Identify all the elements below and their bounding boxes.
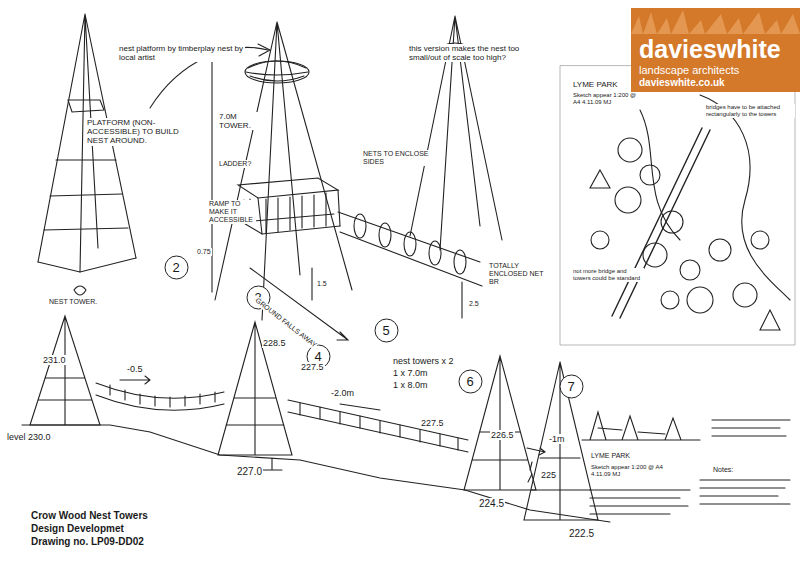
note-text: LYME PARK <box>572 80 619 89</box>
level-figure: 228.5 <box>262 338 287 348</box>
note-text: 1 x 8.0m <box>392 380 429 390</box>
elevation-bridges <box>96 376 545 482</box>
level-figure: -2.0m <box>330 388 355 398</box>
note-text: PLATFORM (NON-ACCESSIBLE) TO BUILD NEST … <box>86 118 188 146</box>
callout-text: 2 <box>172 261 179 274</box>
note-text: NETS TO ENCLOSE SIDES <box>362 150 430 166</box>
site-plan-sketch <box>560 66 795 345</box>
callout-number: 7 <box>559 374 584 399</box>
note-text: NEST TOWER. <box>48 298 98 306</box>
level-figure: 227.5 <box>300 362 325 372</box>
note-text: nest platform by timberplay nest by loca… <box>118 44 245 62</box>
callout-number: 2 <box>164 255 189 280</box>
level-figure: 225 <box>540 470 557 480</box>
level-figure: 227.0 <box>236 466 263 478</box>
grass-silhouette <box>631 8 800 34</box>
title-block-text: Design Developmet <box>30 523 125 535</box>
level-line <box>312 268 462 318</box>
level-figure: -1m <box>548 434 566 444</box>
note-text: nest towers x 2 <box>392 356 455 366</box>
note-text: this version makes the nest too small/ou… <box>408 44 522 62</box>
logo-url: davieswhite.co.uk <box>639 77 794 88</box>
notes-sketch <box>582 412 790 514</box>
level-figure: -0.5 <box>126 364 144 374</box>
net-bridge-tube <box>338 212 482 286</box>
callout-text: 4 <box>314 350 321 363</box>
note-text: 7.0M TOWER. <box>218 112 264 130</box>
level-figure: 222.5 <box>568 528 595 540</box>
note-text: 0.75 <box>196 248 212 256</box>
middle-nest-tower <box>215 22 352 320</box>
logo-name: davieswhite <box>639 36 794 64</box>
note-text: bridges have to be attached rectangularl… <box>705 104 795 118</box>
level-figure: level 230.0 <box>6 432 52 442</box>
note-text: Sketch appear 1:200 @ A4 4.11.09 MJ <box>572 92 644 106</box>
callout-text: 6 <box>466 375 473 388</box>
logo-box: davieswhitelandscape architectsdavieswhi… <box>631 8 800 92</box>
note-text: LYME PARK <box>590 452 631 460</box>
note-text: RAMP TO MAKE IT ACCESSIBLE <box>208 200 256 224</box>
level-figure: 224.5 <box>478 498 505 510</box>
dimension-line <box>211 62 212 292</box>
level-figure: 231.0 <box>42 355 67 365</box>
note-text: Sketch appear 1:200 @ A4 4.11.09 MJ <box>590 464 682 478</box>
note-text: 2.5 <box>468 300 480 308</box>
callout-number: 5 <box>374 318 399 343</box>
title-block-text: Drawing no. LP09-DD02 <box>30 536 145 548</box>
arrow-head <box>258 44 270 56</box>
note-text: not more bridge and towers could be stan… <box>572 268 644 282</box>
elevation-ground <box>22 425 610 522</box>
drawing-title: Crow Wood Nest Towers <box>30 510 149 522</box>
callout-number: 6 <box>458 369 483 394</box>
logo-tagline: landscape architects <box>639 64 794 76</box>
note-text: Notes: <box>712 466 734 474</box>
note-text: TOTALLY ENCLOSED NET BR <box>488 262 550 286</box>
callout-text: 5 <box>382 324 389 337</box>
level-figure: 226.5 <box>490 430 515 440</box>
level-figure: 227.5 <box>420 418 445 428</box>
note-text: LADDER? <box>218 160 252 168</box>
note-text: 1 x 7.0m <box>392 368 429 378</box>
callout-text: 7 <box>567 380 574 393</box>
note-text: 1.5 <box>316 280 328 288</box>
